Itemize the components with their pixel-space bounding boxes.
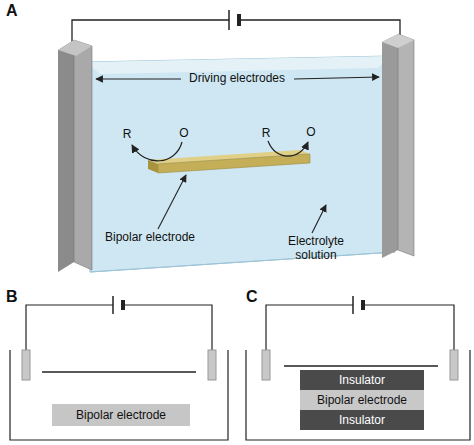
leader-arrow [96, 77, 379, 233]
battery-symbol [113, 296, 123, 314]
circuit-wire [72, 20, 400, 42]
bipolar-electrode-box: Bipolar electrode [300, 390, 424, 410]
channel-line [284, 365, 438, 366]
driving-electrode [208, 350, 216, 380]
redox-arrow [132, 141, 308, 161]
insulator-box: Insulator [300, 410, 424, 430]
species-label: R [262, 127, 271, 141]
driving-electrode [58, 40, 92, 272]
species-label: O [306, 126, 315, 140]
node-label: Bipolar electrode [317, 393, 407, 407]
node-label: Insulator [339, 413, 385, 427]
callout-label: Bipolar electrode [105, 231, 195, 245]
bipolar-electrode-bar [148, 150, 310, 173]
panel-letter: B [6, 288, 18, 306]
node-label: Insulator [339, 373, 385, 387]
battery-symbol [353, 296, 363, 314]
callout-label: Driving electrodes [189, 72, 285, 86]
node-label: Bipolar electrode [76, 408, 166, 422]
electrolyte-tank [86, 56, 395, 272]
driving-electrode [262, 350, 270, 380]
channel-line [42, 371, 196, 372]
circuit-wire [266, 305, 454, 350]
driving-electrode [382, 34, 414, 258]
driving-electrode [22, 350, 30, 380]
cell-container [10, 350, 228, 440]
battery-symbol [229, 10, 239, 30]
panel-letter: A [6, 2, 18, 20]
species-label: O [179, 127, 188, 141]
insulator-box: Insulator [300, 370, 424, 390]
species-label: R [123, 128, 132, 142]
circuit-wire [26, 305, 212, 350]
panel-letter: C [246, 288, 258, 306]
driving-electrode [450, 350, 458, 380]
bipolar-electrode-box: Bipolar electrode [52, 404, 190, 426]
cell-container [246, 350, 470, 440]
callout-label: Electrolyte solution [277, 235, 355, 263]
